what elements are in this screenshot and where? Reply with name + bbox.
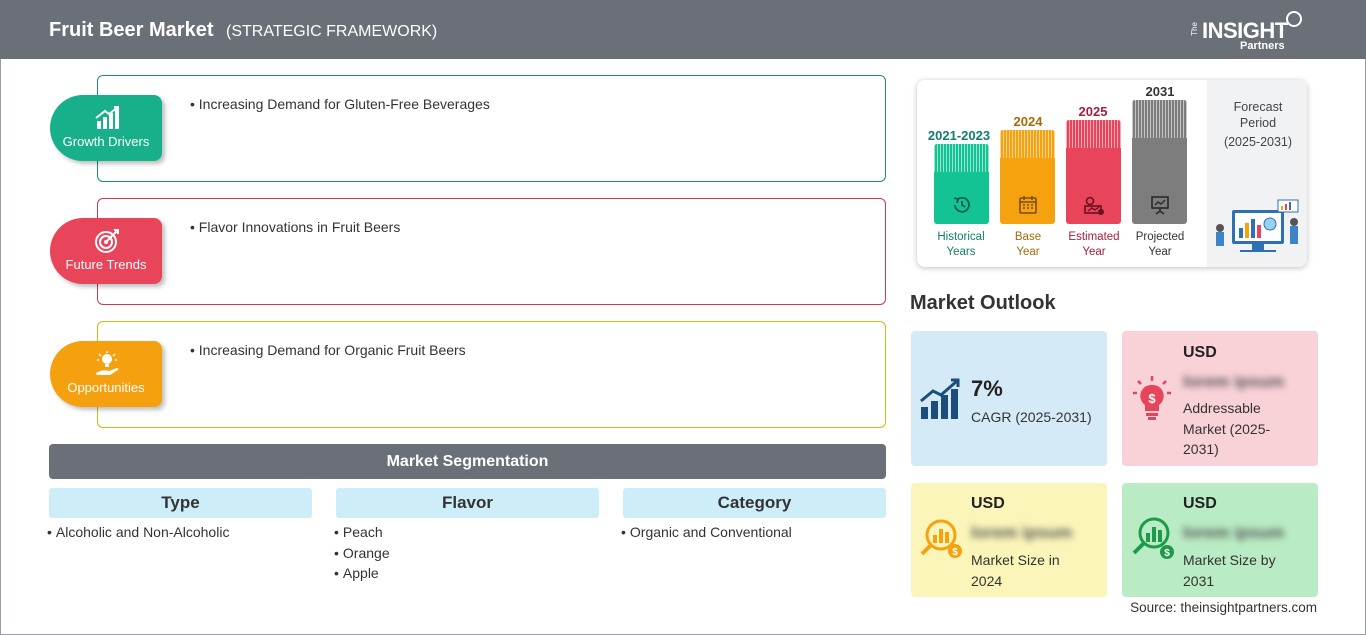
lightbulb-hand-icon — [96, 351, 119, 375]
addressable-value: lorem ipsum — [1183, 372, 1285, 391]
segment-flavor-list: Peach Orange Apple — [334, 524, 390, 586]
market-size-2024-value: lorem ipsum — [971, 523, 1073, 542]
list-item: Organic and Conventional — [621, 524, 792, 545]
market-segmentation-header: Market Segmentation — [49, 444, 886, 479]
cagr-label: CAGR (2025-2031) — [971, 409, 1092, 425]
segment-category-list: Organic and Conventional — [621, 524, 792, 545]
insight-partners-logo[interactable]: The INSIGHT Partners — [1190, 10, 1310, 54]
future-trends-box: • Flavor Innovations in Fruit Beers — [97, 198, 886, 305]
list-item: Apple — [334, 565, 390, 586]
segment-flavor-header: Flavor — [336, 488, 599, 518]
bar-chart-up-icon — [920, 378, 960, 419]
cagr-value: 7% — [971, 376, 1003, 401]
addressable-label: Addressable Market (2025- 2031) — [1183, 400, 1271, 457]
market-size-2024-card: $ USD lorem ipsum Market Size in 2024 — [911, 483, 1107, 597]
magnifier-chart-icon: $ — [1132, 517, 1174, 559]
gears-chart-icon — [1083, 196, 1104, 215]
svg-text:$: $ — [1148, 391, 1156, 406]
calendar-icon — [1018, 196, 1037, 214]
opportunities-box: • Increasing Demand for Organic Fruit Be… — [97, 321, 886, 428]
market-outlook-title: Market Outlook — [910, 292, 1056, 314]
estimated-year-label: 2025 — [1078, 104, 1108, 119]
segment-type-list: Alcoholic and Non-Alcoholic — [47, 524, 230, 545]
svg-text:$: $ — [1164, 548, 1170, 559]
page-header: Fruit Beer Market (STRATEGIC FRAMEWORK) … — [0, 0, 1366, 59]
presentation-icon — [1150, 196, 1169, 215]
segment-type-header: Type — [49, 488, 312, 518]
growth-driver-text: • Increasing Demand for Gluten-Free Beve… — [190, 96, 490, 112]
market-size-2031-card: $ USD lorem ipsum Market Size by 2031 — [1122, 483, 1318, 597]
logo-arc-icon — [1286, 11, 1302, 27]
history-icon — [953, 196, 970, 213]
base-year-bar — [1000, 130, 1055, 224]
segment-category-header: Category — [623, 488, 886, 518]
forecast-period-text: Forecast Period (2025-2031) — [1223, 100, 1293, 149]
addressable-market-card: $ USD lorem ipsum Addressable Market (20… — [1122, 331, 1318, 466]
list-item: Orange — [334, 545, 390, 566]
page-title: Fruit Beer Market — [49, 19, 214, 41]
growth-drivers-box: • Increasing Demand for Gluten-Free Beve… — [97, 75, 886, 182]
market-size-2031-value: lorem ipsum — [1183, 523, 1285, 542]
target-icon — [95, 229, 119, 253]
cagr-card: 7% CAGR (2025-2031) — [911, 331, 1107, 466]
opportunity-text: • Increasing Demand for Organic Fruit Be… — [190, 342, 466, 358]
future-trend-text: • Flavor Innovations in Fruit Beers — [190, 219, 401, 235]
svg-text:$: $ — [952, 547, 958, 558]
projected-year-label: 2031 — [1145, 84, 1175, 99]
list-item: Peach — [334, 524, 390, 545]
list-item: Alcoholic and Non-Alcoholic — [47, 524, 230, 545]
market-size-2024-label: Market Size in 2024 — [971, 552, 1060, 589]
base-year-label: 2024 — [1013, 114, 1043, 129]
growth-chart-icon — [95, 106, 119, 129]
analytics-illustration-icon — [1216, 199, 1299, 252]
page-subtitle: (STRATEGIC FRAMEWORK) — [226, 23, 438, 40]
market-size-2024-currency: USD — [971, 495, 1005, 512]
addressable-currency: USD — [1183, 344, 1217, 361]
estimated-year-bar — [1066, 120, 1121, 224]
dollar-bulb-icon: $ — [1133, 376, 1171, 420]
market-size-2031-currency: USD — [1183, 495, 1217, 512]
market-size-2031-label: Market Size by 2031 — [1183, 552, 1276, 589]
projected-year-bar — [1132, 100, 1187, 224]
magnifier-dollar-icon: $ — [920, 519, 962, 558]
source-link[interactable]: Source: theinsightpartners.com — [1130, 600, 1317, 615]
opportunities-label: Opportunities — [67, 380, 145, 395]
growth-drivers-label: Growth Drivers — [62, 134, 150, 149]
future-trends-label: Future Trends — [65, 257, 147, 272]
growth-drivers-tab: Growth Drivers — [50, 95, 162, 161]
future-trends-tab: Future Trends — [50, 218, 162, 284]
historical-year-label: 2021-2023 — [927, 128, 991, 143]
opportunities-tab: Opportunities — [50, 341, 162, 407]
historical-bar — [934, 144, 989, 224]
